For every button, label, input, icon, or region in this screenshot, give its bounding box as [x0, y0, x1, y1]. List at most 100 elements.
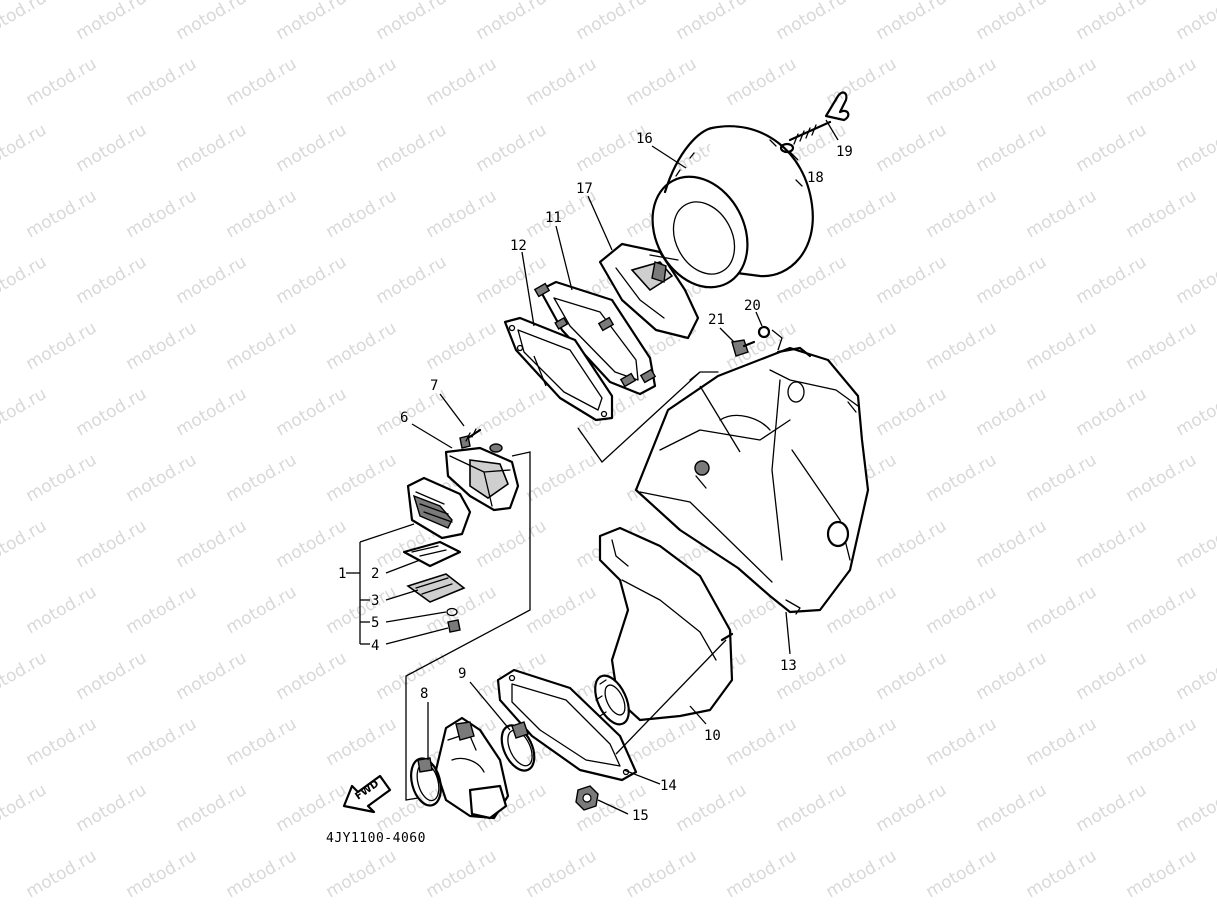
callout-5: 5	[371, 615, 379, 631]
watermark-text: motod.ru	[623, 846, 701, 902]
callout-13: 13	[780, 658, 797, 674]
watermark-text: motod.ru	[373, 252, 451, 308]
watermark-text: motod.ru	[423, 54, 501, 110]
callout-1: 1	[338, 566, 346, 582]
watermark-text: motod.ru	[723, 846, 801, 902]
watermark-text: motod.ru	[173, 780, 251, 836]
watermark-text: motod.ru	[1173, 0, 1217, 44]
watermark-text: motod.ru	[923, 186, 1001, 242]
watermark-text: motod.ru	[123, 186, 201, 242]
watermark-text: motod.ru	[273, 0, 351, 44]
watermark-text: motod.ru	[473, 516, 551, 572]
watermark-text: motod.ru	[1023, 582, 1101, 638]
watermark-text: motod.ru	[173, 120, 251, 176]
watermark-text: motod.ru	[673, 780, 751, 836]
watermark-text: motod.ru	[73, 0, 151, 44]
watermark-text: motod.ru	[523, 846, 601, 902]
watermark-text: motod.ru	[923, 714, 1001, 770]
filter-washer	[779, 142, 795, 154]
watermark-text: motod.ru	[323, 846, 401, 902]
watermark-text: motod.ru	[873, 384, 951, 440]
watermark-text: motod.ru	[973, 120, 1051, 176]
watermark-text: motod.ru	[973, 252, 1051, 308]
watermark-text: motod.ru	[1123, 846, 1201, 902]
watermark-text: motod.ru	[223, 582, 301, 638]
watermark-text: motod.ru	[1173, 252, 1217, 308]
callout-6: 6	[400, 410, 408, 426]
watermark-text: motod.ru	[923, 846, 1001, 902]
watermark-text: motod.ru	[23, 846, 101, 902]
watermark-text: motod.ru	[973, 384, 1051, 440]
watermark-text: motod.ru	[223, 450, 301, 506]
watermark-text: motod.ru	[173, 648, 251, 704]
watermark-text: motod.ru	[973, 516, 1051, 572]
watermark-text: motod.ru	[73, 780, 151, 836]
callout-20: 20	[744, 298, 761, 314]
watermark-text: motod.ru	[523, 582, 601, 638]
watermark-text: motod.ru	[23, 582, 101, 638]
watermark-text: motod.ru	[73, 120, 151, 176]
watermark-text: motod.ru	[873, 0, 951, 44]
watermark-text: motod.ru	[273, 648, 351, 704]
watermark-text: motod.ru	[473, 120, 551, 176]
filter-guide	[598, 242, 700, 340]
watermark-text: motod.ru	[773, 780, 851, 836]
callout-labels: 1 2 3 4 5 6 7 8 9 10 11 12 13 14 15 16 1…	[338, 131, 853, 824]
callout-21: 21	[708, 312, 725, 328]
watermark-text: motod.ru	[923, 450, 1001, 506]
watermark-text: motod.ru	[1023, 318, 1101, 374]
watermark-text: motod.ru	[123, 54, 201, 110]
watermark-text: motod.ru	[623, 714, 701, 770]
callout-15: 15	[632, 808, 649, 824]
watermark-text: motod.ru	[473, 252, 551, 308]
watermark-text: motod.ru	[0, 648, 50, 704]
watermark-text: motod.ru	[923, 582, 1001, 638]
watermark-text: motod.ru	[573, 0, 651, 44]
watermark-text: motod.ru	[323, 318, 401, 374]
watermark-text: motod.ru	[73, 252, 151, 308]
callout-14: 14	[660, 778, 677, 794]
watermark-text: motod.ru	[1123, 318, 1201, 374]
callout-17: 17	[576, 181, 593, 197]
watermark-text: motod.ru	[423, 186, 501, 242]
watermark-text: motod.ru	[873, 780, 951, 836]
watermark-text: motod.ru	[273, 780, 351, 836]
forward-direction-arrow: FWD	[342, 774, 392, 814]
watermark-text: motod.ru	[423, 318, 501, 374]
watermark-text: motod.ru	[1173, 780, 1217, 836]
watermark-text: motod.ru	[323, 450, 401, 506]
watermark-text: motod.ru	[273, 384, 351, 440]
watermark-text: motod.ru	[373, 0, 451, 44]
watermark-text: motod.ru	[223, 714, 301, 770]
watermark-text: motod.ru	[373, 648, 451, 704]
watermark-text: motod.ru	[723, 714, 801, 770]
watermark-text: motod.ru	[0, 780, 50, 836]
callout-3: 3	[371, 593, 379, 609]
watermark-text: motod.ru	[873, 120, 951, 176]
reed-valve-assembly	[402, 476, 472, 633]
callout-12: 12	[510, 238, 527, 254]
watermark-text: motod.ru	[273, 120, 351, 176]
watermark-text: motod.ru	[773, 648, 851, 704]
carburetor-joint	[410, 716, 510, 820]
callout-8: 8	[420, 686, 428, 702]
watermark-text: motod.ru	[673, 0, 751, 44]
watermark-text: motod.ru	[0, 516, 50, 572]
watermark-text: motod.ru	[1023, 714, 1101, 770]
watermark-text: motod.ru	[73, 516, 151, 572]
leader-lines	[346, 119, 839, 815]
callout-4: 4	[371, 638, 379, 654]
watermark-text: motod.ru	[973, 0, 1051, 44]
hose-clamp	[500, 721, 536, 772]
watermark-text: motod.ru	[223, 54, 301, 110]
watermark-text: motod.ru	[1073, 0, 1151, 44]
watermark-text: motod.ru	[773, 0, 851, 44]
intake-joint	[594, 526, 734, 726]
watermark-text: motod.ru	[473, 384, 551, 440]
watermark-text: motod.ru	[1173, 384, 1217, 440]
watermark-text: motod.ru	[1073, 120, 1151, 176]
watermark-text: motod.ru	[173, 516, 251, 572]
watermark-text: motod.ru	[1123, 582, 1201, 638]
watermark-text: motod.ru	[823, 186, 901, 242]
